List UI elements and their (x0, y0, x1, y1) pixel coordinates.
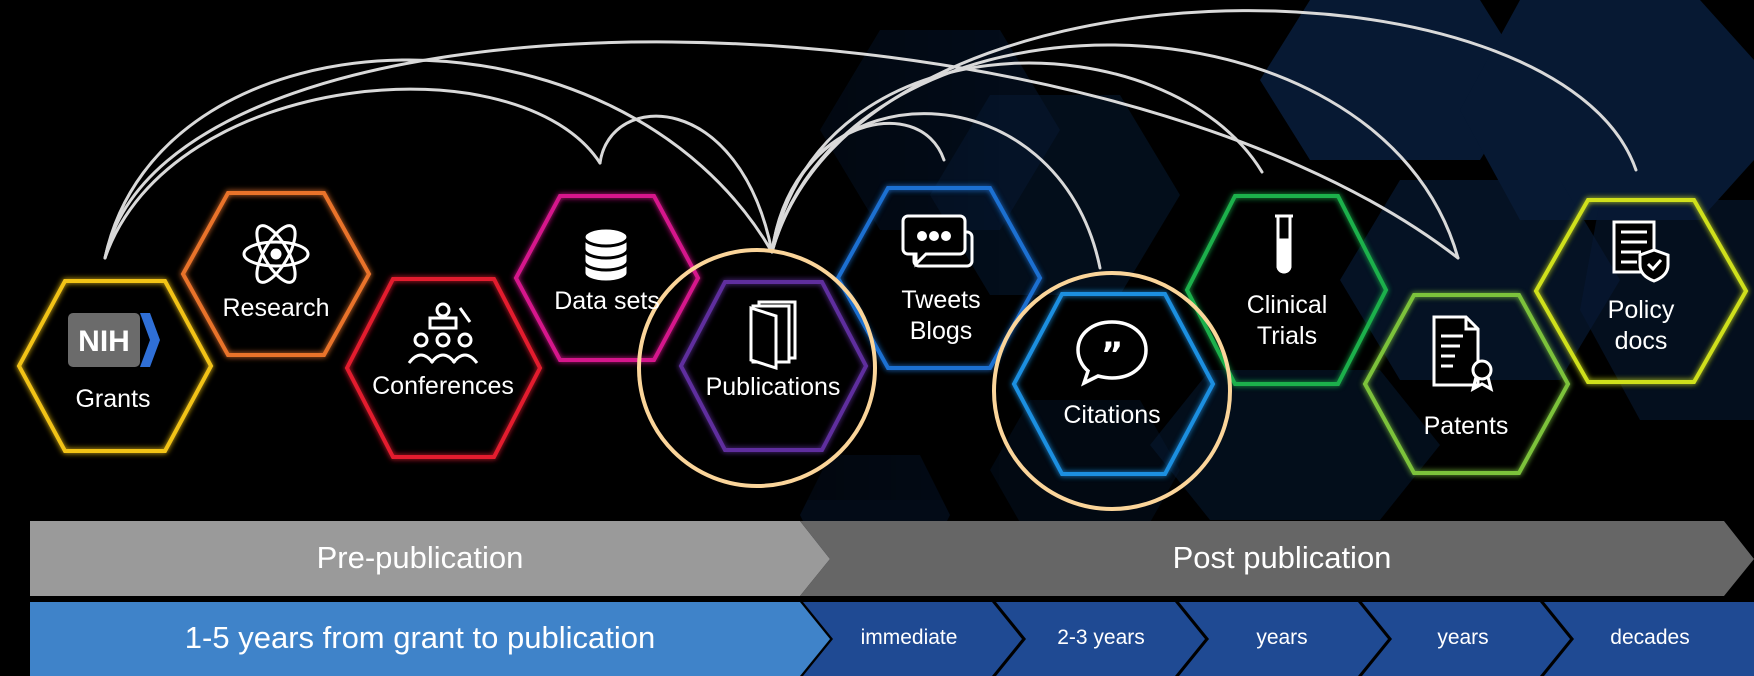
arc-grants-patents (103, 40, 1460, 260)
node-label-policy: Policy (1607, 296, 1675, 324)
pre-publication-band (30, 521, 830, 596)
test-tube-icon (1275, 214, 1293, 274)
arc-grants-publications (103, 58, 774, 260)
timeline-segment-decades (1544, 602, 1754, 676)
hex-conferences (344, 277, 543, 459)
node-label-trials: Trials (1256, 322, 1318, 350)
hex-datasets (513, 194, 701, 362)
chat-bubble-icon (901, 214, 974, 268)
highlight-circle-publications (637, 248, 877, 488)
arc-grants-datasets (103, 87, 602, 260)
hex-patents (1362, 293, 1571, 475)
hex-publications (678, 280, 869, 452)
phase-label-post: Post publication (1172, 540, 1392, 575)
atom-icon (242, 224, 310, 284)
node-label-datasets: Data sets (554, 287, 660, 315)
node-label-policy-docs: Policy docs (1608, 295, 1675, 357)
node-label-tweets-blogs: Tweets Blogs (901, 285, 980, 347)
timeline-segment-years-a (1179, 602, 1388, 676)
database-icon (582, 226, 630, 284)
node-label-blogs: Blogs (909, 317, 973, 345)
connection-arcs (103, 9, 1638, 270)
node-label-patents: Patents (1423, 412, 1509, 440)
node-label-research: Research (222, 294, 330, 322)
post-publication-band (800, 521, 1754, 596)
node-label-clinical-trials: Clinical Trials (1247, 290, 1328, 352)
phase-label-pre: Pre-publication (316, 540, 524, 575)
node-label-publications: Publications (705, 373, 841, 401)
hex-clinical (1184, 194, 1389, 386)
timeline-label-years-b: years (1437, 626, 1489, 649)
node-label-docs: docs (1614, 327, 1668, 355)
nih-logo-icon: NIH (68, 313, 160, 367)
hex-citations (1011, 292, 1216, 476)
timeline-segment-years-b (1362, 602, 1570, 676)
certificate-icon (1432, 315, 1494, 392)
arc-publications-clinical (770, 61, 1264, 254)
audience-icon (407, 302, 479, 364)
book-icon (749, 300, 797, 371)
nih-logo-text: NIH (78, 325, 130, 358)
node-label-conferences: Conferences (372, 372, 514, 400)
timeline-label-main: 1-5 years from grant to publication (184, 620, 656, 655)
timeline-label-decades: decades (1610, 626, 1690, 649)
hex-policy (1533, 198, 1749, 384)
hex-grants (16, 279, 214, 453)
timeline-main-band (30, 602, 830, 676)
hex-tweets (835, 186, 1043, 370)
arc-datasets-publications (598, 114, 774, 254)
timeline-label-years-a: years (1256, 626, 1308, 649)
node-label-grants: Grants (75, 385, 151, 413)
hex-research (180, 191, 372, 357)
timeline-label-2-3-years: 2-3 years (1057, 626, 1145, 649)
timeline-segment-immediate (803, 602, 1022, 676)
arc-publications-policy (770, 9, 1638, 254)
svg-text:”: ” (1101, 335, 1123, 375)
node-label-citations: Citations (1063, 401, 1161, 429)
quote-icon: ” (1076, 320, 1148, 387)
timeline-label-immediate: immediate (860, 626, 958, 649)
node-label-tweets: Tweets (901, 286, 981, 314)
node-label-clinical: Clinical (1246, 291, 1328, 319)
highlight-circle-citations (992, 271, 1232, 511)
policy-document-icon (1612, 220, 1670, 283)
timeline-segment-2-3-years (996, 602, 1205, 676)
